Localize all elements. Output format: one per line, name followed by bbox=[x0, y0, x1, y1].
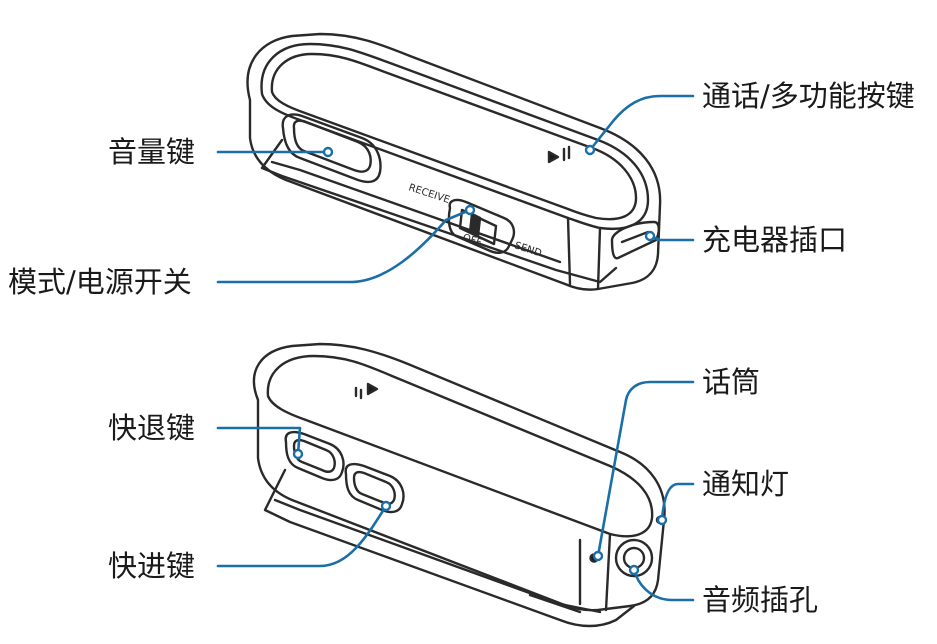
label-call-multifunction-key: 通话/多功能按键 bbox=[702, 79, 915, 113]
leader-dots bbox=[292, 144, 668, 576]
label-audio-jack: 音频插孔 bbox=[702, 583, 819, 617]
label-mode-power-switch: 模式/电源开关 bbox=[8, 265, 192, 299]
label-notification-light: 通知灯 bbox=[702, 467, 790, 501]
leader-lines bbox=[216, 94, 695, 602]
label-rewind-key: 快退键 bbox=[108, 411, 196, 445]
label-microphone: 话筒 bbox=[702, 365, 761, 399]
bottom-device bbox=[252, 342, 666, 628]
switch-receive-label: RECEIVE bbox=[407, 182, 451, 206]
label-charger-port: 充电器插口 bbox=[702, 223, 848, 257]
top-device bbox=[246, 32, 662, 291]
label-volume-key: 音量键 bbox=[108, 135, 196, 169]
label-forward-key: 快进键 bbox=[108, 549, 196, 583]
